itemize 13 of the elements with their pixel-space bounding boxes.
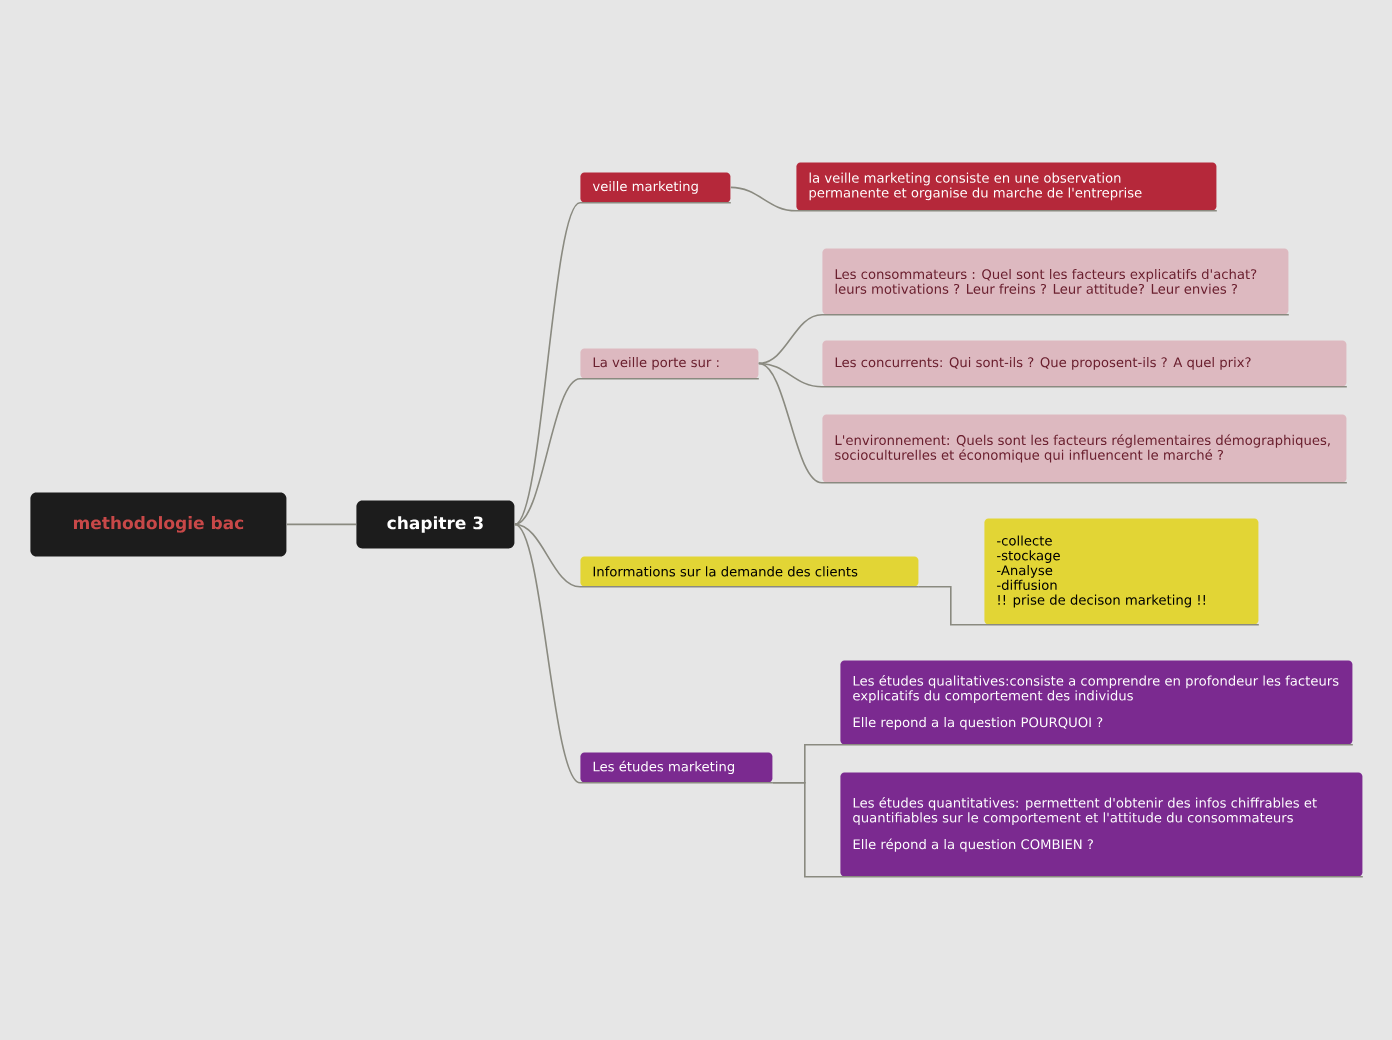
connector-line: [514, 378, 760, 526]
connector-line: [730, 186, 1218, 212]
connector-line: [514, 523, 774, 784]
connector-line: [514, 202, 732, 526]
connector-line: [758, 314, 1290, 365]
connector-line: [758, 362, 1348, 388]
connector-line: [918, 586, 1260, 626]
root-topic-box: methodologie bac: [30, 492, 287, 557]
connector-line: [514, 523, 920, 588]
connector-line: [772, 782, 1364, 878]
connector-line: [286, 523, 357, 526]
connector-line: [758, 362, 1348, 484]
topic-box: chapitre 3: [356, 500, 515, 549]
